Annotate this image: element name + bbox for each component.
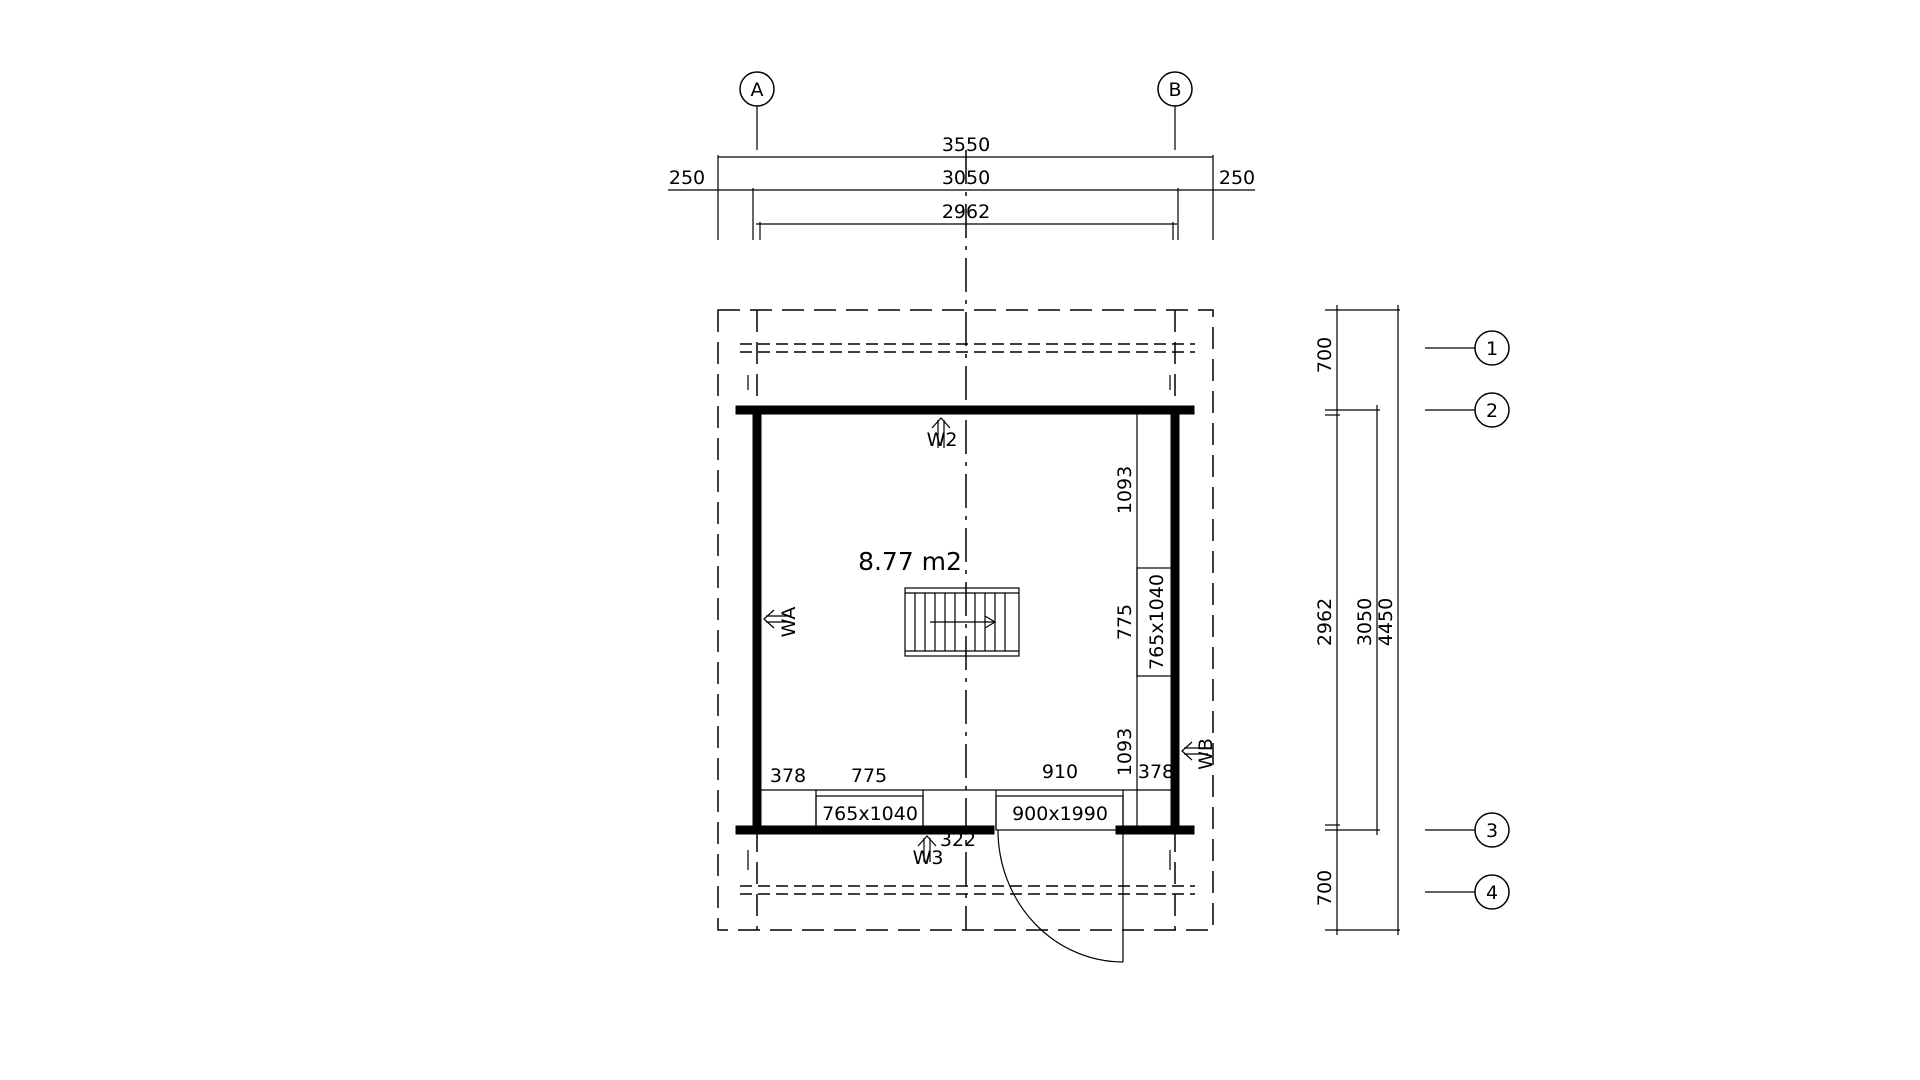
dim-right-segment-bottom: 1093 [1114,728,1136,776]
axis-label-a: A [751,79,764,101]
dim-right-segment-mid: 775 [1114,604,1136,640]
dim-overhang-right: 250 [1219,167,1255,189]
wall-marker-w2: W2 [927,417,958,451]
roof-outline [717,309,1214,931]
axis-label-4: 4 [1486,882,1498,904]
dim-bottom-segment-right: 378 [1138,761,1174,783]
right-window: 765x1040 1093 775 1093 [1114,414,1176,826]
axis-label-3: 3 [1486,820,1498,842]
dim-axis-depth: 3050 [1354,598,1376,646]
grid-axis-3: 3 [1425,812,1510,848]
right-dimension-chain: 700 2962 3050 4450 700 [1314,305,1400,935]
bottom-window-size: 765x1040 [822,803,918,825]
wall-marker-w3: W3 [913,835,944,869]
door-swing-arc [997,829,1124,963]
dim-right-segment-top: 1093 [1114,466,1136,514]
door-size: 900x1990 [1012,803,1108,825]
dim-overall-width: 3550 [942,134,990,156]
dim-bottom-segment-window: 775 [851,765,887,787]
grid-axis-4: 4 [1425,874,1510,910]
dim-overall-depth: 4450 [1375,598,1397,646]
grid-axis-2: 2 [1425,392,1510,428]
axis-label-1: 1 [1486,338,1498,360]
dim-bottom-overhang: 700 [1314,870,1336,906]
grid-axis-b: B [1157,71,1193,150]
door-opening [995,795,1124,831]
wall-label-top: W2 [927,429,958,451]
wall-label-bottom: W3 [913,847,944,869]
dim-overhang-left: 250 [669,167,705,189]
dim-top-overhang: 700 [1314,337,1336,373]
dim-axis-width: 3050 [942,167,990,189]
top-dimension-chain: 3550 3050 250 250 2962 [668,134,1255,240]
axis-label-b: B [1168,79,1181,101]
grid-axis-1: 1 [1425,330,1510,366]
grid-axis-a: A [739,71,967,930]
room-area: 8.77 m2 [858,547,962,576]
wall-marker-wa: WA [763,607,800,638]
dim-inner-depth: 2962 [1314,598,1336,646]
dim-bottom-gap: 322 [940,829,976,851]
dim-bottom-segment-left: 378 [770,765,806,787]
wall-label-right: WB [1195,738,1217,770]
wall-marker-wb: WB [1181,738,1217,770]
stair-symbol [904,587,1020,657]
bottom-openings: 765x1040 900x1990 378 775 910 378 322 [761,761,1174,963]
right-window-size: 765x1040 [1146,574,1168,670]
dim-bottom-segment-door: 910 [1042,761,1078,783]
wall-label-left: WA [778,607,800,638]
dim-inner-width: 2962 [942,201,990,223]
bottom-window [815,795,924,831]
axis-label-2: 2 [1486,400,1498,422]
